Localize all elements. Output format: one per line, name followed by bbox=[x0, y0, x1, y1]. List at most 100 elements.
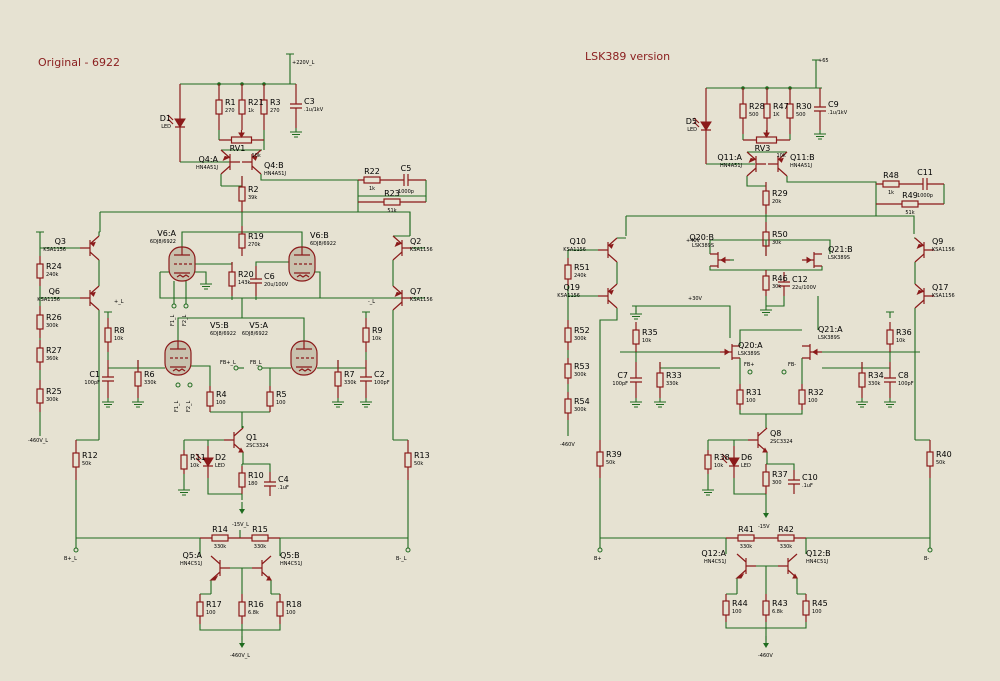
ref-c9: C9 bbox=[828, 100, 839, 109]
value-c7: 100pF bbox=[612, 381, 628, 387]
resistor-r20 bbox=[228, 262, 236, 296]
value-c6: 20u/100V bbox=[264, 282, 289, 288]
ref-r41: R41 bbox=[738, 525, 754, 534]
ref-r11: R11 bbox=[190, 453, 206, 462]
ref-q19: Q19 bbox=[564, 283, 580, 292]
value-r44: 100 bbox=[732, 609, 742, 615]
resistor-r13 bbox=[404, 440, 412, 480]
ref-v6a: V6:A bbox=[157, 229, 176, 238]
ref-r15: R15 bbox=[252, 525, 268, 534]
ref-r51: R51 bbox=[574, 263, 590, 272]
value-q12a: HN4C51J bbox=[704, 559, 726, 565]
ref-r28: R28 bbox=[749, 102, 765, 111]
ref-v5a: V5:A bbox=[249, 321, 268, 330]
ref-r31: R31 bbox=[746, 388, 762, 397]
capacitor-c10 bbox=[788, 470, 800, 494]
net-neg2-left: -460V_L bbox=[230, 653, 250, 659]
net-fb1-right: FB+ bbox=[744, 362, 755, 368]
value-r39: 50k bbox=[606, 460, 615, 466]
ref-c6: C6 bbox=[264, 272, 275, 281]
value-q20a: LSK389S bbox=[738, 351, 760, 357]
transistor-q10 bbox=[598, 237, 618, 263]
resistor-r8 bbox=[104, 318, 112, 352]
ref-v6b: V6:B bbox=[310, 231, 329, 240]
ref-r32: R32 bbox=[808, 388, 824, 397]
capacitor-c12 bbox=[778, 272, 790, 296]
resistor-r11 bbox=[180, 450, 188, 474]
net-bplus-left: B+_L bbox=[64, 556, 77, 562]
value-r24: 240k bbox=[46, 272, 59, 278]
ref-q20a: Q20:A bbox=[738, 341, 763, 350]
capacitor-c11 bbox=[906, 178, 944, 190]
ref-r48: R48 bbox=[883, 171, 899, 180]
resistor-r50 bbox=[762, 222, 770, 256]
value-r27: 360k bbox=[46, 356, 59, 362]
ref-q2: Q2 bbox=[410, 237, 421, 246]
resistor-r40 bbox=[926, 440, 934, 478]
resistor-r25 bbox=[36, 380, 44, 412]
value-r21: 1k bbox=[248, 108, 254, 114]
resistor-r48 bbox=[876, 180, 906, 188]
value-c2: 100pF bbox=[374, 380, 390, 386]
ref-r29: R29 bbox=[772, 189, 788, 198]
ref-c10: C10 bbox=[802, 473, 818, 482]
value-r38: 10k bbox=[714, 463, 723, 469]
value-r9: 10k bbox=[372, 336, 381, 342]
jfet-q21a bbox=[802, 344, 822, 360]
value-r8: 10k bbox=[114, 336, 123, 342]
value-r6: 330k bbox=[144, 380, 157, 386]
transistor-q4a bbox=[220, 149, 240, 175]
ref-q5b: Q5:B bbox=[280, 551, 300, 560]
value-r46: 30k bbox=[772, 284, 781, 290]
resistor-r32 bbox=[798, 384, 806, 410]
ref-d2: D2 bbox=[215, 453, 226, 462]
capacitor-c3 bbox=[290, 84, 302, 128]
capacitor-c2 bbox=[360, 360, 372, 398]
value-r23: 51k bbox=[387, 208, 396, 214]
resistor-r36 bbox=[886, 322, 894, 352]
value-v5a: 6DJ8/6922 bbox=[242, 331, 268, 337]
labels-layer: +220V_LD1LEDR1270R211kR3270C3.1u/1kVRV11… bbox=[28, 58, 955, 659]
ref-d5: D5 bbox=[686, 117, 697, 126]
capacitor-c8 bbox=[884, 362, 896, 398]
value-r7: 330k bbox=[344, 380, 357, 386]
transistor-q5b bbox=[252, 555, 272, 581]
ref-r14: R14 bbox=[212, 525, 228, 534]
value-d2: LED bbox=[215, 463, 225, 469]
ref-q4a: Q4:A bbox=[198, 155, 218, 164]
ref-r44: R44 bbox=[732, 599, 748, 608]
net-supply-left: +220V_L bbox=[292, 60, 315, 66]
value-r3: 270 bbox=[270, 108, 280, 114]
value-q4b: HN4A51J bbox=[264, 171, 286, 177]
capacitor-c6 bbox=[250, 266, 262, 296]
tube-v6b bbox=[288, 246, 316, 282]
ref-c2: C2 bbox=[374, 370, 385, 379]
net-p30-right: +30V bbox=[688, 296, 703, 302]
ref-q10: Q10 bbox=[570, 237, 586, 246]
value-r13: 50k bbox=[414, 461, 423, 467]
transistor-q9 bbox=[914, 237, 934, 263]
ref-r43: R43 bbox=[772, 599, 788, 608]
resistor-r39 bbox=[596, 440, 604, 478]
capacitor-c4 bbox=[264, 472, 276, 496]
capacitor-c5 bbox=[386, 174, 426, 186]
ref-q21b: Q21:B bbox=[828, 245, 853, 254]
ref-r18: R18 bbox=[286, 600, 302, 609]
value-r17: 100 bbox=[206, 610, 216, 616]
ref-r23: R23 bbox=[384, 189, 400, 198]
value-v5b: 6DJ8/6922 bbox=[210, 331, 236, 337]
value-q7: KSA1156 bbox=[410, 297, 433, 303]
value-r15: 330k bbox=[254, 544, 267, 550]
ref-r40: R40 bbox=[936, 450, 952, 459]
net-fb2-left: FB_L bbox=[250, 360, 262, 366]
ref-r7: R7 bbox=[344, 370, 355, 379]
right-title: LSK389 version bbox=[585, 50, 670, 63]
value-r53: 300k bbox=[574, 372, 587, 378]
ref-r24: R24 bbox=[46, 262, 62, 271]
value-q5b: HN4C51J bbox=[280, 561, 302, 567]
ref-q21a: Q21:A bbox=[818, 325, 843, 334]
value-d6: LED bbox=[741, 463, 751, 469]
jfet-q21b bbox=[802, 252, 822, 268]
ref-r49: R49 bbox=[902, 191, 918, 200]
ref-r35: R35 bbox=[642, 328, 658, 337]
